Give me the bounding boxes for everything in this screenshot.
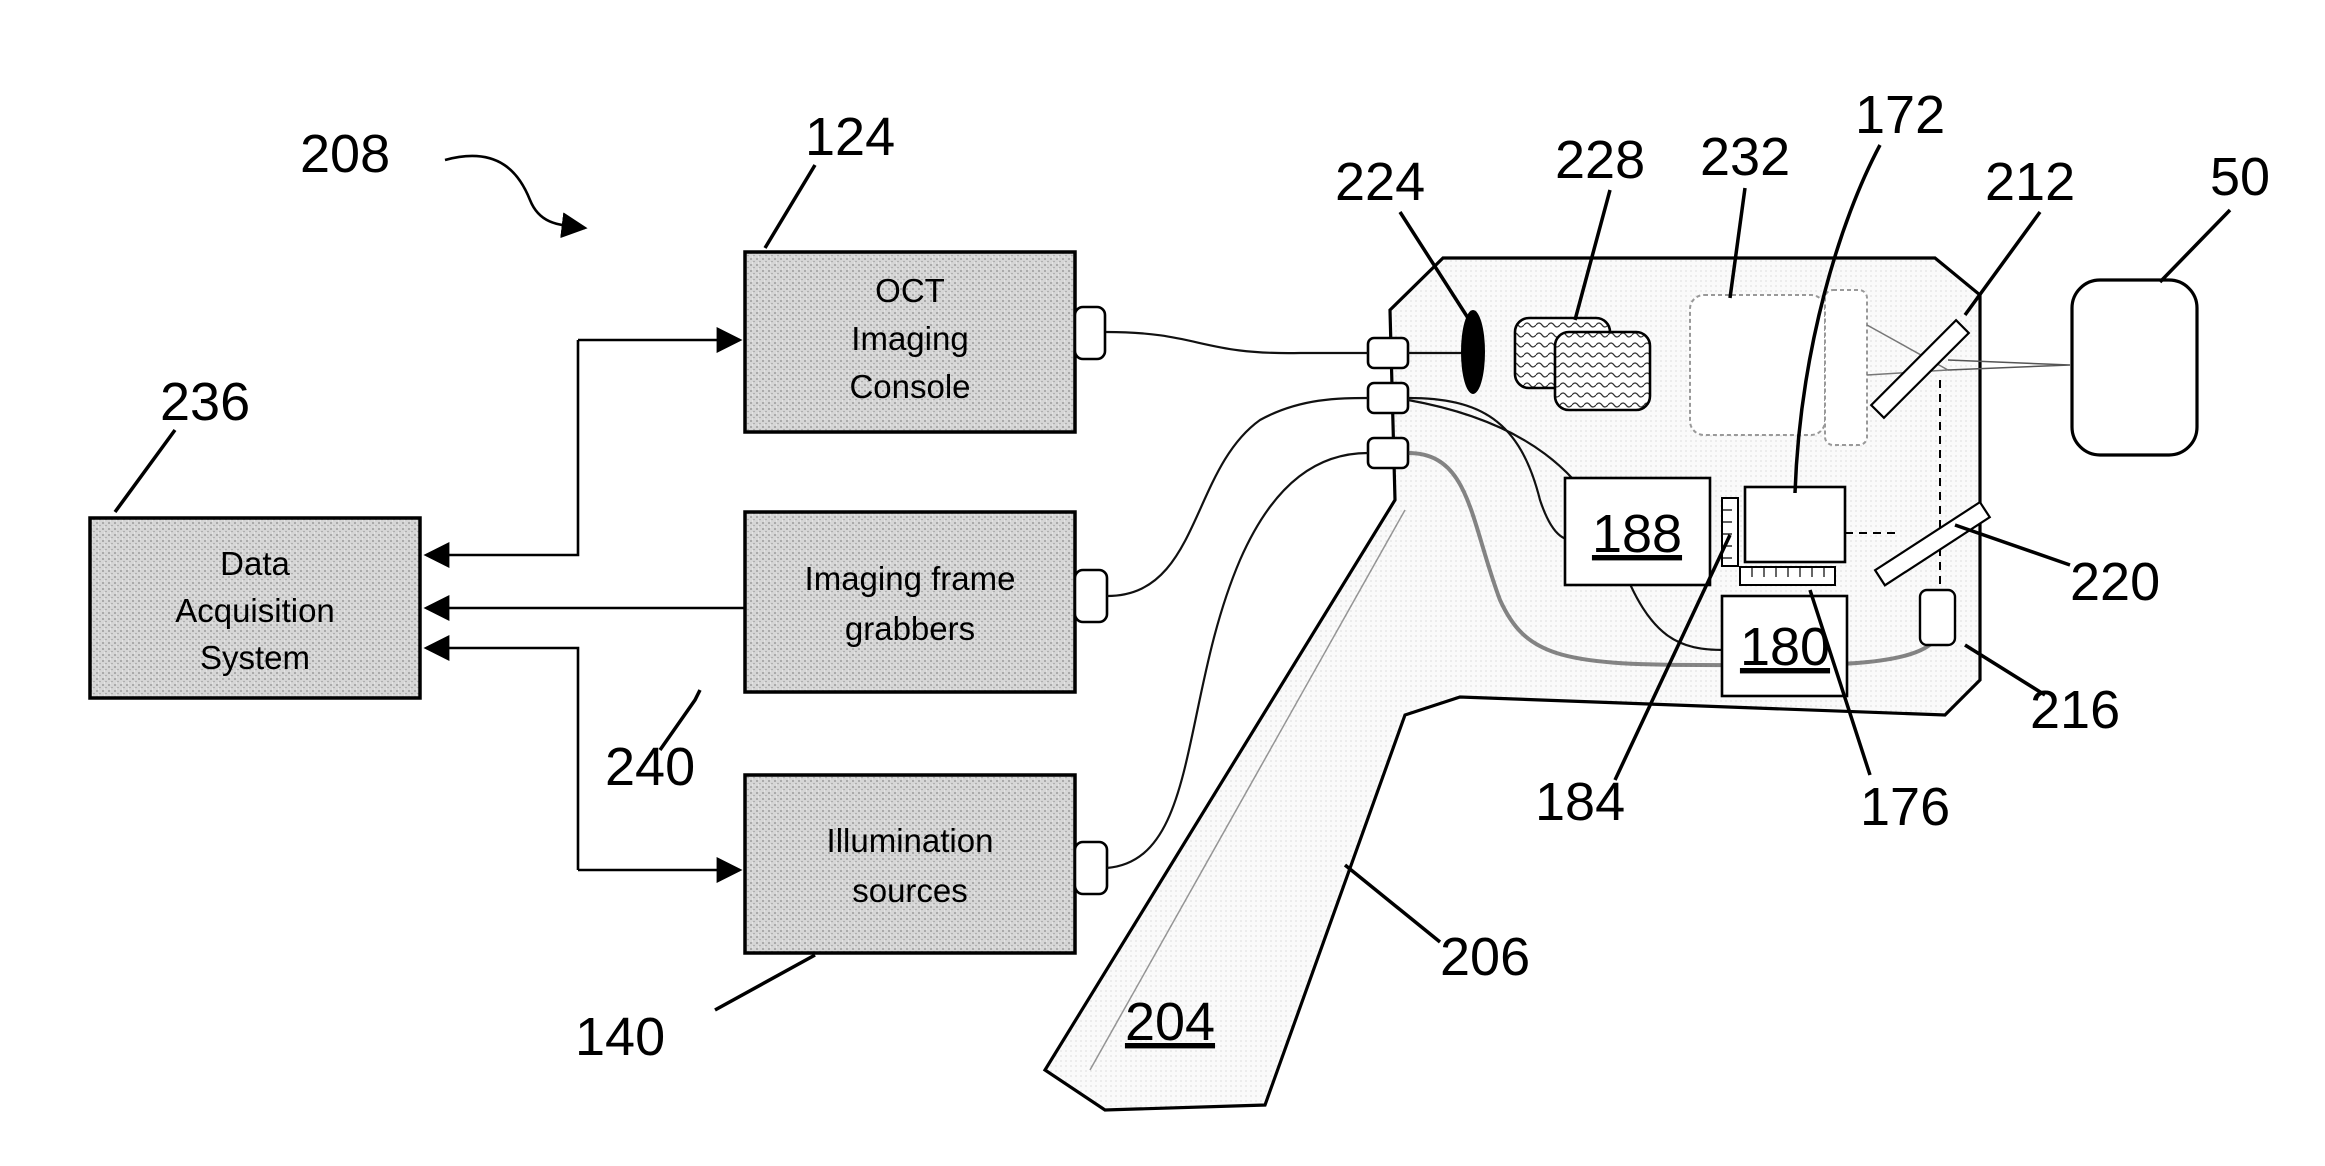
ref-204: 204 <box>1125 992 1215 1052</box>
arrow-illum-to-das <box>426 648 578 870</box>
arrow-console-to-das <box>426 340 578 555</box>
console-port <box>1075 307 1105 359</box>
subject-50 <box>2072 280 2197 455</box>
das-line3: System <box>200 639 310 676</box>
detector-188: 188 <box>1565 478 1710 585</box>
ref-184: 184 <box>1535 772 1625 832</box>
system-pointer-arrow <box>445 156 585 228</box>
oct-console-line2: Imaging <box>851 320 968 357</box>
grabbers-port <box>1075 570 1107 622</box>
oct-imaging-console: OCT Imaging Console <box>745 252 1105 432</box>
detector-188-label: 188 <box>1592 504 1682 564</box>
lens-224 <box>1461 310 1485 394</box>
ref-50: 50 <box>2210 147 2270 207</box>
oct-console-line1: OCT <box>875 272 945 309</box>
das-connections <box>426 340 745 870</box>
grating-184 <box>1722 498 1738 566</box>
ref-206: 206 <box>1440 927 1530 987</box>
imaging-frame-grabbers: Imaging frame grabbers <box>745 512 1107 692</box>
ref-172: 172 <box>1855 85 1945 145</box>
frame-grabbers-line2: grabbers <box>845 610 975 647</box>
connector-middle <box>1368 383 1408 413</box>
illumination-line2: sources <box>852 872 968 909</box>
fiber-connectors <box>1368 338 1408 468</box>
ref-212: 212 <box>1985 152 2075 212</box>
illumination-port <box>1075 842 1107 894</box>
frame-grabbers-line1: Imaging frame <box>805 560 1016 597</box>
oct-console-line3: Console <box>849 368 970 405</box>
ref-228: 228 <box>1555 130 1645 190</box>
ref-236: 236 <box>160 372 250 432</box>
detector-180-label: 180 <box>1740 617 1830 677</box>
illumination-line1: Illumination <box>827 822 994 859</box>
grating-176 <box>1740 567 1835 585</box>
ref-140: 140 <box>575 1007 665 1067</box>
ref-240: 240 <box>605 737 695 797</box>
ref-224: 224 <box>1335 152 1425 212</box>
illumination-sources: Illumination sources <box>745 775 1107 953</box>
connector-bottom <box>1368 438 1408 468</box>
data-acquisition-system: Data Acquisition System <box>90 518 420 698</box>
connector-top <box>1368 338 1408 368</box>
element-216 <box>1920 590 1955 645</box>
das-line1: Data <box>220 545 290 582</box>
ref-220: 220 <box>2070 552 2160 612</box>
ref-176: 176 <box>1860 777 1950 837</box>
ref-124: 124 <box>805 107 895 167</box>
das-line2: Acquisition <box>175 592 335 629</box>
ref-208: 208 <box>300 124 390 184</box>
ref-216: 216 <box>2030 680 2120 740</box>
ref-232: 232 <box>1700 127 1790 187</box>
